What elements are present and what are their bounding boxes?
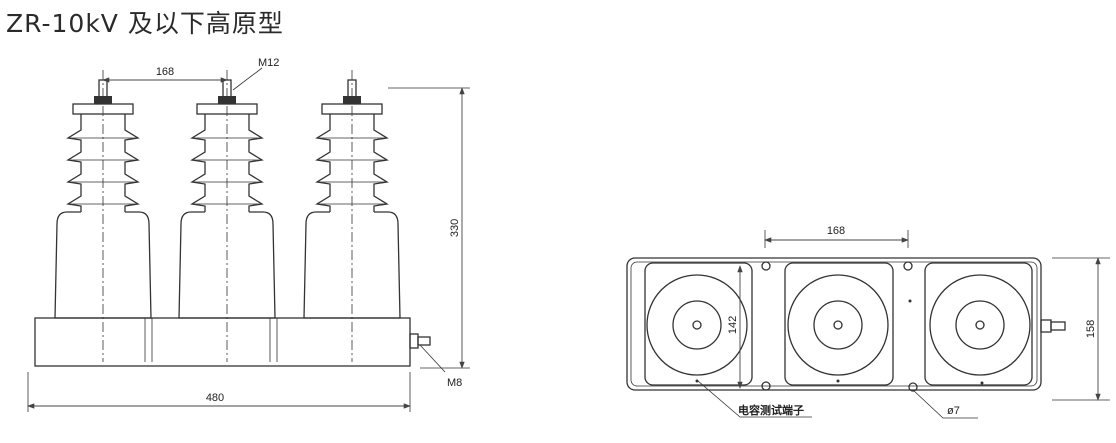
top-view: 168 142 158 电容测试端子 ø7 (626, 225, 1110, 419)
phase-middle (784, 262, 894, 386)
mounting-holes (761, 261, 918, 392)
test-terminal-label: 电容测试端子 (738, 403, 804, 417)
length-dim: 480 (206, 392, 224, 404)
hole-dia-label: ø7 (947, 405, 960, 417)
top-pitch-dim: 168 (827, 225, 845, 237)
height-dim: 330 (449, 219, 461, 237)
drawing-title: ZR-10kV 及以下高原型 (6, 9, 284, 38)
phase-left (644, 262, 753, 386)
inner-dim: 142 (727, 316, 739, 334)
ground-bolt-top (1040, 319, 1066, 333)
phase-right (924, 262, 1033, 386)
width-dim: 158 (1085, 320, 1097, 338)
front-view: 168 M12 330 480 M8 (27, 57, 470, 412)
front-pitch-dim: 168 (156, 66, 174, 78)
base-box (34, 317, 411, 367)
terminal-thread-label: M12 (258, 57, 279, 69)
ground-thread-label: M8 (447, 377, 462, 389)
ground-bolt (409, 333, 446, 373)
